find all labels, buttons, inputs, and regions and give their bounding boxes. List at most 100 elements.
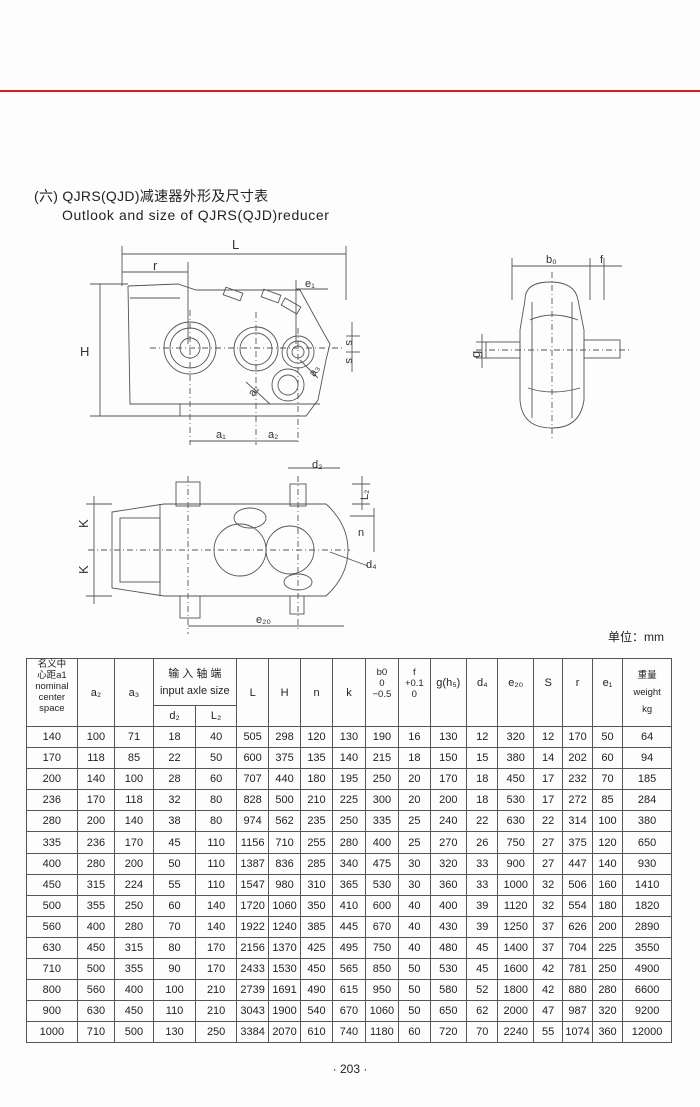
table-cell: 17: [532, 768, 564, 791]
table-cell: 670: [364, 915, 400, 938]
table-cell: 32: [152, 789, 197, 812]
table-cell: 52: [466, 979, 499, 1002]
table-cell: 335: [26, 831, 78, 854]
table-cell: 1060: [364, 1000, 400, 1023]
table-cell: 18: [398, 747, 431, 770]
table-cell: 140: [332, 747, 366, 770]
table-cell: 210: [299, 789, 334, 812]
table-cell: 880: [562, 979, 593, 1002]
table-cell: 25: [398, 810, 431, 833]
table-cell: 16: [398, 725, 431, 749]
table-cell: 720: [429, 1021, 468, 1044]
table-cell: 12: [532, 725, 564, 749]
table-cell: 4900: [622, 958, 672, 981]
table-cell: 225: [591, 936, 624, 960]
table-cell: 1410: [622, 873, 672, 896]
table-cell: 70: [466, 1021, 499, 1044]
table-cell: 64: [622, 725, 672, 749]
table-cell: 506: [562, 873, 593, 896]
table-cell: 355: [114, 958, 154, 981]
table-cell: 3384: [235, 1021, 270, 1044]
table-cell: 180: [591, 894, 624, 917]
table-cell: 2890: [622, 915, 672, 938]
table-cell: 100: [76, 725, 116, 749]
table-cell: 40: [398, 936, 431, 960]
table-cell: 170: [429, 768, 468, 791]
table-cell: 20: [398, 789, 431, 812]
header-f-line1: f: [413, 667, 416, 678]
table-cell: 828: [235, 789, 270, 812]
table-cell: 400: [364, 831, 400, 854]
table-cell: 1074: [562, 1021, 593, 1044]
table-cell: 1120: [497, 894, 534, 917]
table-cell: 980: [268, 873, 301, 896]
table-cell: 500: [114, 1021, 154, 1044]
header-nominal-center: 名义中 心距a1 nominal center space: [26, 658, 78, 727]
side-view: b₀ f g: [468, 254, 630, 440]
table-cell: 110: [152, 1000, 197, 1023]
table-cell: 626: [562, 915, 593, 938]
dim-n-label: n: [358, 527, 364, 539]
table-cell: 130: [429, 725, 468, 749]
table-cell: 360: [591, 1021, 624, 1044]
table-cell: 236: [76, 831, 116, 854]
table-cell: 836: [268, 852, 301, 875]
table-cell: 33: [466, 873, 499, 896]
table-cell: 22: [466, 810, 499, 833]
dim-b0-label: b₀: [546, 254, 557, 266]
table-cell: 950: [364, 979, 400, 1002]
table-cell: 1922: [235, 915, 270, 938]
table-cell: 15: [466, 747, 499, 770]
dim-s-lower-label: s: [343, 358, 355, 364]
dim-e20-label: e₂₀: [256, 614, 271, 626]
table-cell: 610: [299, 1021, 334, 1044]
dim-K-lower-label: K: [76, 565, 91, 574]
table-cell: 110: [195, 852, 237, 875]
table-cell: 210: [195, 1000, 237, 1023]
header-L: L: [235, 658, 270, 727]
table-cell: 280: [114, 915, 154, 938]
table-cell: 140: [195, 894, 237, 917]
dim-K-upper-label: K: [76, 519, 91, 528]
table-cell: 30: [398, 873, 431, 896]
table-cell: 300: [364, 789, 400, 812]
table-cell: 480: [429, 936, 468, 960]
table-cell: 280: [76, 852, 116, 875]
table-cell: 1370: [268, 936, 301, 960]
table-cell: 450: [497, 768, 534, 791]
table-cell: 232: [562, 768, 593, 791]
table-cell: 200: [76, 810, 116, 833]
table-cell: 110: [195, 873, 237, 896]
header-nominal-line5: space: [39, 703, 65, 714]
table-cell: 447: [562, 852, 593, 875]
table-cell: 280: [332, 831, 366, 854]
table-cell: 280: [26, 810, 78, 833]
table-cell: 250: [114, 894, 154, 917]
table-cell: 80: [152, 936, 197, 960]
header-weight-line2: weight: [633, 687, 661, 698]
front-view: L r e₁ H: [80, 237, 360, 445]
table-cell: 320: [429, 852, 468, 875]
reducer-outline-drawings: L r e₁ H: [76, 237, 630, 634]
table-cell: 320: [591, 1000, 624, 1023]
table-cell: 200: [591, 915, 624, 938]
table-cell: 475: [364, 852, 400, 875]
table-cell: 140: [26, 725, 78, 749]
table-cell: 750: [364, 936, 400, 960]
table-cell: 250: [364, 768, 400, 791]
top-view: d₂ L₂ K K n d₄ e₂₀: [76, 459, 377, 634]
header-nominal-line1: 名义中: [37, 659, 67, 670]
table-cell: 900: [497, 852, 534, 875]
table-cell: 2070: [268, 1021, 301, 1044]
table-cell: 140: [114, 810, 154, 833]
table-cell: 430: [429, 915, 468, 938]
table-cell: 1060: [268, 894, 301, 917]
header-input-axle: 输 入 轴 端 input axle size: [152, 658, 237, 706]
table-cell: 100: [152, 979, 197, 1002]
table-cell: 580: [429, 979, 468, 1002]
table-cell: 440: [268, 768, 301, 791]
table-cell: 60: [398, 1021, 431, 1044]
table-cell: 340: [332, 852, 366, 875]
